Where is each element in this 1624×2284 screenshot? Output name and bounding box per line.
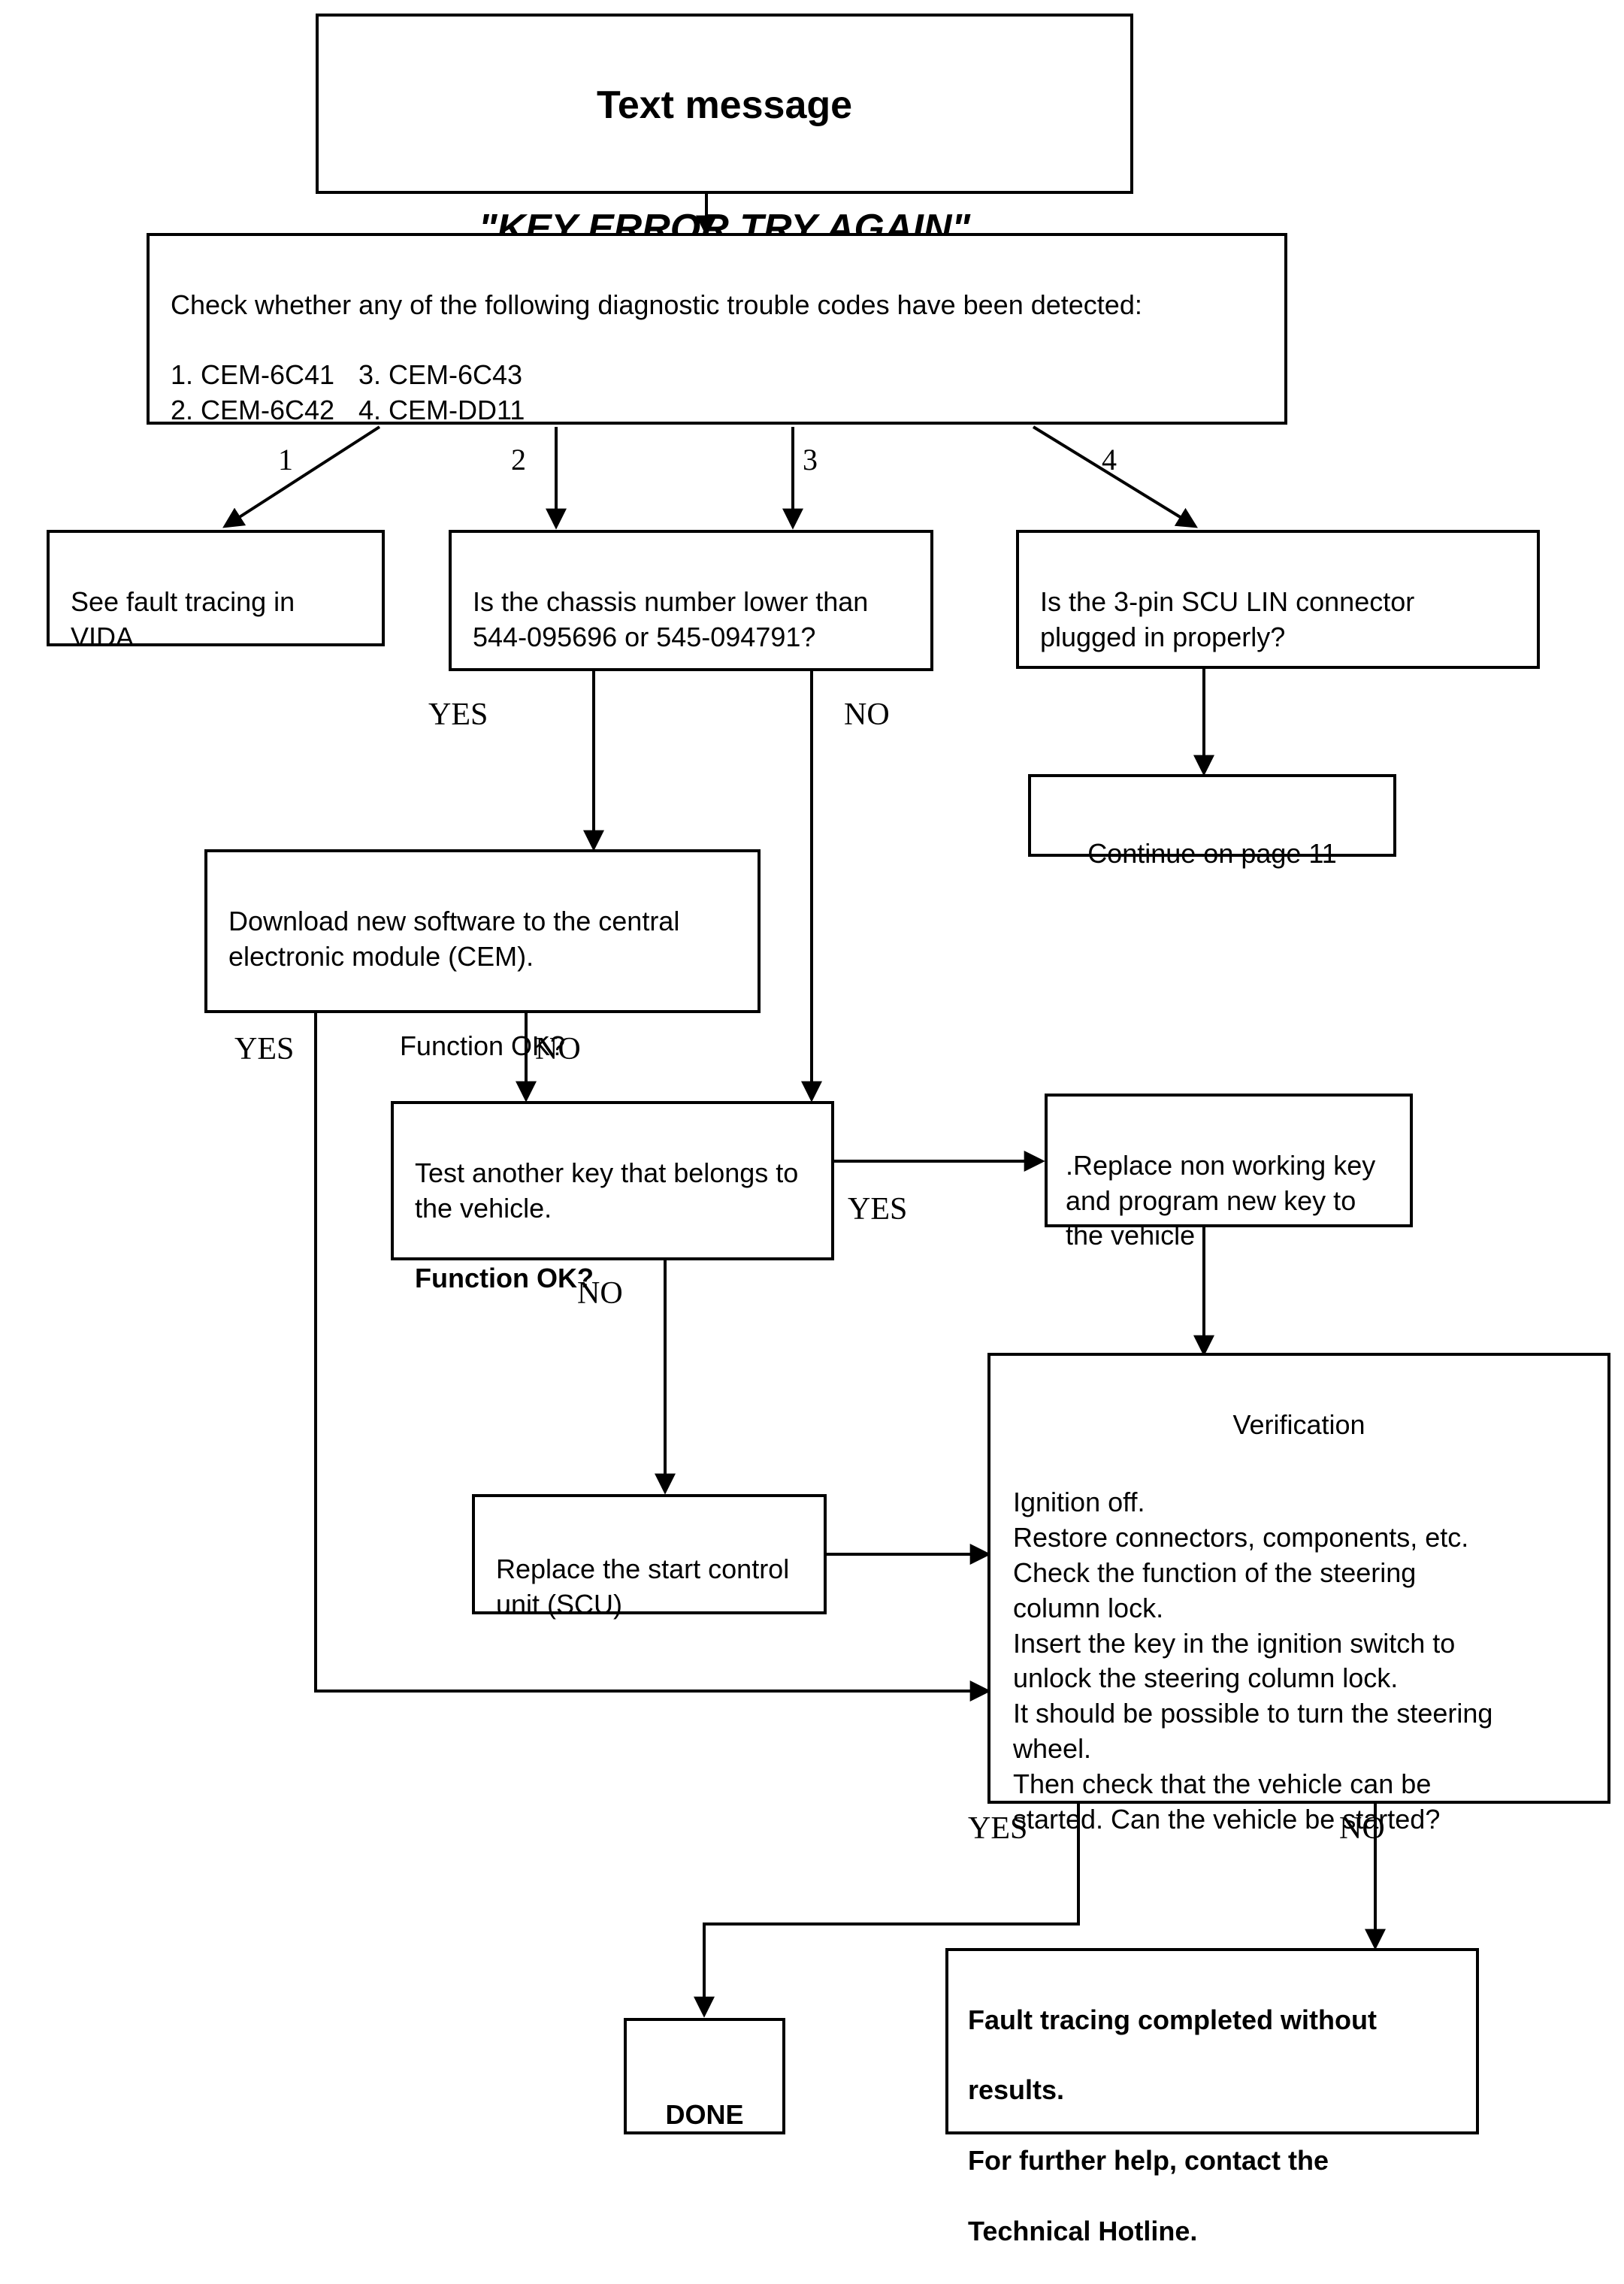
dtc-code-4: 4. CEM-DD11 [358, 395, 525, 426]
edge-verify-yes [694, 1804, 1080, 2018]
text-message-title: Text message [596, 83, 853, 127]
edge-label-branch-2: 2 [511, 443, 526, 476]
done-text: DONE [665, 2098, 744, 2130]
node-verification: Verification Ignition off. Restore conne… [987, 1353, 1610, 1835]
replace-scu-text: Replace the start control unit (SCU) [496, 1553, 790, 1620]
node-continue-on-page: Continue on page 11 [1028, 774, 1396, 869]
scu-lin-text: Is the 3-pin SCU LIN connector plugged i… [1040, 585, 1415, 652]
chassis-number-text: Is the chassis number lower than 544-095… [473, 585, 869, 652]
flowchart-canvas: Text message "KEY ERROR TRY AGAIN" Check… [47, 14, 1610, 2246]
edge-label-chassis-no: NO [844, 697, 890, 732]
dtc-code-3: 3. CEM-6C43 [358, 359, 523, 391]
connector-layer [222, 194, 1386, 2018]
see-vida-text: See fault tracing in VIDA [71, 585, 295, 652]
dtc-code-2: 2. CEM-6C42 [171, 395, 335, 426]
node-download-software: Download new software to the central ele… [204, 849, 761, 1061]
node-replace-scu: Replace the start control unit (SCU) [472, 1494, 827, 1620]
edge-label-download-no: NO [535, 1032, 581, 1066]
edge-label-branch-1: 1 [278, 443, 293, 476]
verification-heading: Verification [1232, 1408, 1365, 1440]
edge-label-chassis-yes: YES [428, 697, 488, 732]
node-chassis-number-question: Is the chassis number lower than 544-095… [449, 530, 933, 671]
fault-no-results-line1: Fault tracing completed without [968, 2004, 1378, 2035]
node-scu-lin-question: Is the 3-pin SCU LIN connector plugged i… [1016, 530, 1540, 669]
dtc-code-1: 1. CEM-6C41 [171, 359, 335, 391]
edge-label-verify-no: NO [1339, 1811, 1385, 1846]
edge-label-testkey-yes: YES [848, 1192, 908, 1227]
node-see-fault-tracing-vida: See fault tracing in VIDA [47, 530, 385, 652]
download-software-text: Download new software to the central ele… [228, 905, 680, 972]
fault-no-results-line2: results. [968, 2074, 1065, 2106]
edge-label-verify-yes: YES [968, 1811, 1028, 1846]
node-text-message: Text message "KEY ERROR TRY AGAIN" [316, 14, 1133, 250]
check-dtc-intro: Check whether any of the following diagn… [171, 289, 1142, 320]
node-check-dtc: Check whether any of the following diagn… [147, 233, 1287, 425]
edge-branch-4 [1032, 425, 1198, 528]
test-another-key-text: Test another key that belongs to the veh… [415, 1157, 799, 1224]
edge-label-testkey-no: NO [577, 1276, 623, 1311]
verification-body: Ignition off. Restore connectors, compon… [1013, 1487, 1493, 1835]
edge-label-download-yes: YES [234, 1032, 295, 1066]
fault-no-results-line4: Technical Hotline. [968, 2215, 1198, 2246]
edge-label-branch-3: 3 [803, 443, 818, 476]
dtc-code-grid: 1. CEM-6C41 3. CEM-6C43 2. CEM-6C42 4. C… [171, 358, 1263, 428]
node-test-another-key: Test another key that belongs to the veh… [391, 1101, 834, 1293]
fault-no-results-line3: For further help, contact the [968, 2144, 1329, 2176]
edge-label-branch-4: 4 [1102, 443, 1117, 476]
node-fault-no-results: Fault tracing completed without results.… [945, 1948, 1479, 2246]
test-another-key-question: Function OK? [415, 1263, 594, 1294]
continue-page-text: Continue on page 11 [1087, 837, 1337, 869]
edge-branch-1 [222, 425, 381, 528]
edge-download-yes [314, 1013, 991, 1702]
node-replace-key: .Replace non working key and program new… [1045, 1094, 1413, 1251]
node-done: DONE [624, 2018, 785, 2134]
replace-key-text: .Replace non working key and program new… [1066, 1149, 1376, 1251]
download-software-question: Function OK? [399, 1030, 566, 1062]
